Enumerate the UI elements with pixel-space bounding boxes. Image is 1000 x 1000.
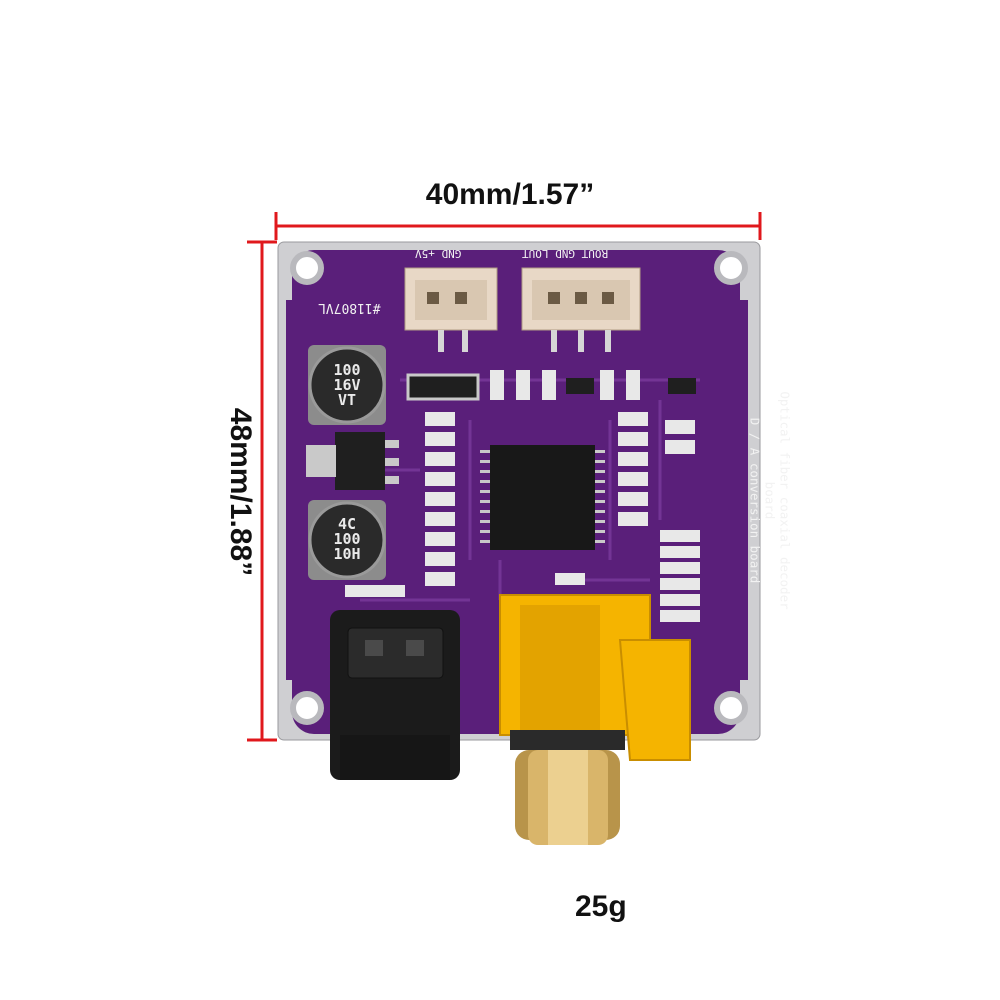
decoder-chip xyxy=(480,445,605,550)
electrolytic-capacitor xyxy=(308,345,386,580)
power-pin-label: GND +5V xyxy=(415,247,462,260)
width-dimension-label: 40mm/1.57” xyxy=(425,178,595,211)
diode xyxy=(406,373,480,401)
optical-toslink-receiver xyxy=(330,610,460,780)
voltage-regulator xyxy=(306,432,399,490)
coaxial-rca-jack xyxy=(499,594,691,845)
weight-label: 25g xyxy=(575,890,627,923)
board-description-line2: D / A conversion board xyxy=(747,417,763,584)
mounting-hole xyxy=(290,251,748,725)
audio-pin-label: ROUT GND LOUT xyxy=(522,247,609,260)
smd-components xyxy=(345,370,700,622)
audio-output-connector xyxy=(521,267,641,352)
capacitor1-marking: 100 16V VT xyxy=(333,361,361,409)
board-description: Optical fiber coaxial decoder board D / … xyxy=(748,371,793,631)
board-serial-label: #11807VL xyxy=(318,300,381,315)
power-connector xyxy=(404,267,498,352)
capacitor2-marking: 4C 100 10H xyxy=(333,515,361,563)
board-description-line1: Optical fiber coaxial decoder board xyxy=(762,391,793,610)
